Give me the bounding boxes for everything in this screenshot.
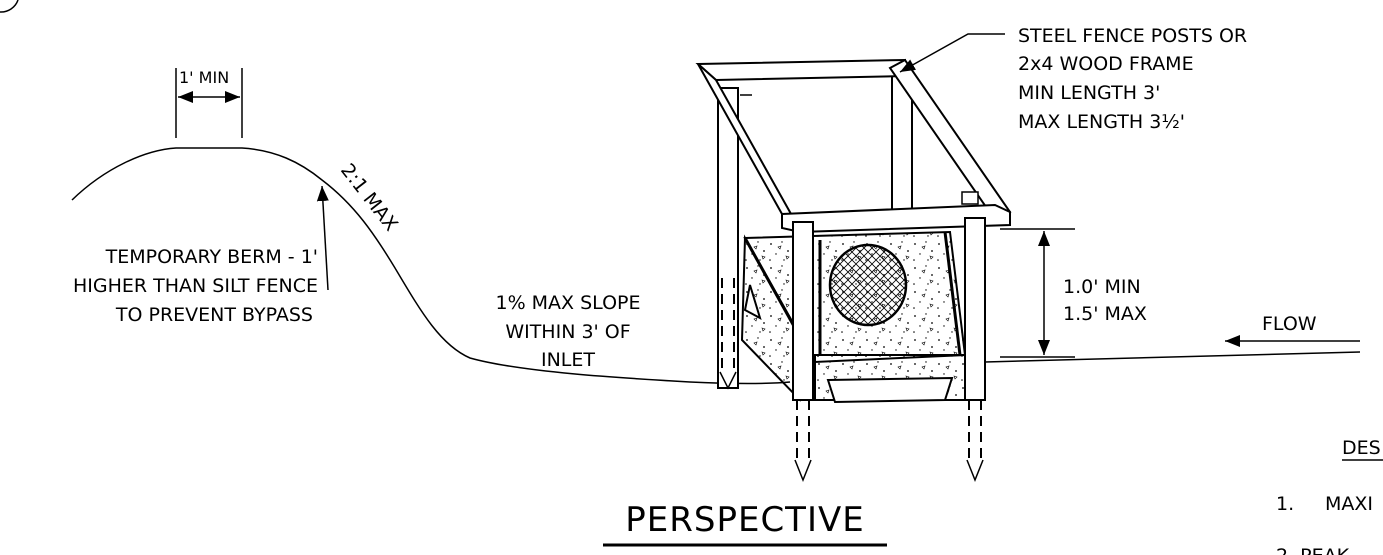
- posts-note-line1: STEEL FENCE POSTS OR: [1018, 25, 1247, 47]
- inlet-throat: [826, 376, 954, 404]
- posts-note-line3: MIN LENGTH 3': [1018, 82, 1160, 104]
- max-slope-note-line2: WITHIN 3' OF: [505, 321, 630, 343]
- berm-note-line3: TO PREVENT BYPASS: [115, 304, 313, 326]
- front-right-post-tip: [966, 459, 984, 483]
- notes-heading: DES: [1342, 437, 1381, 459]
- berm-note-line2: HIGHER THAN SILT FENCE: [73, 275, 318, 297]
- rail-back: [695, 58, 906, 82]
- posts-leader-line: [899, 33, 1005, 73]
- rail-corner-block: [961, 191, 979, 205]
- posts-note-line4: MAX LENGTH 3½': [1018, 111, 1185, 133]
- posts-note-line2: 2x4 WOOD FRAME: [1018, 53, 1194, 75]
- min-width-label: 1' MIN: [179, 68, 229, 87]
- frame-post-front-right: [964, 217, 986, 401]
- detail-bubble-edge: [0, 0, 19, 13]
- inlet-frame-assembly: [695, 58, 1012, 483]
- rail-left: [697, 63, 801, 231]
- view-title: PERSPECTIVE: [625, 500, 864, 540]
- max-slope-note-line3: INLET: [541, 349, 595, 371]
- note-1-text: MAXI: [1325, 493, 1373, 515]
- inlet-pipe-circle: [828, 243, 908, 327]
- max-slope-note-line1: 1% MAX SLOPE: [495, 292, 640, 314]
- fabric-fold-mark: [743, 284, 762, 321]
- berm-ground-profile: [71, 147, 791, 385]
- ground-line-right: [984, 351, 1361, 363]
- note-1-number: 1.: [1276, 493, 1294, 515]
- frame-post-front-left: [792, 221, 814, 401]
- inner-wall-right: [943, 231, 962, 356]
- berm-note-line1: TEMPORARY BERM - 1': [105, 246, 318, 268]
- flow-label: FLOW: [1262, 313, 1317, 335]
- height-label-min: 1.0' MIN: [1063, 276, 1141, 298]
- slope-label: 2:1 MAX: [336, 160, 402, 236]
- berm-leader-arrow: [316, 185, 329, 291]
- rail-front: [781, 203, 1011, 234]
- note-2-partial: 2. PEAK: [1276, 545, 1350, 555]
- back-left-post-tip: [719, 371, 737, 390]
- height-label-max: 1.5' MAX: [1063, 303, 1147, 325]
- front-left-post-tip: [794, 459, 812, 483]
